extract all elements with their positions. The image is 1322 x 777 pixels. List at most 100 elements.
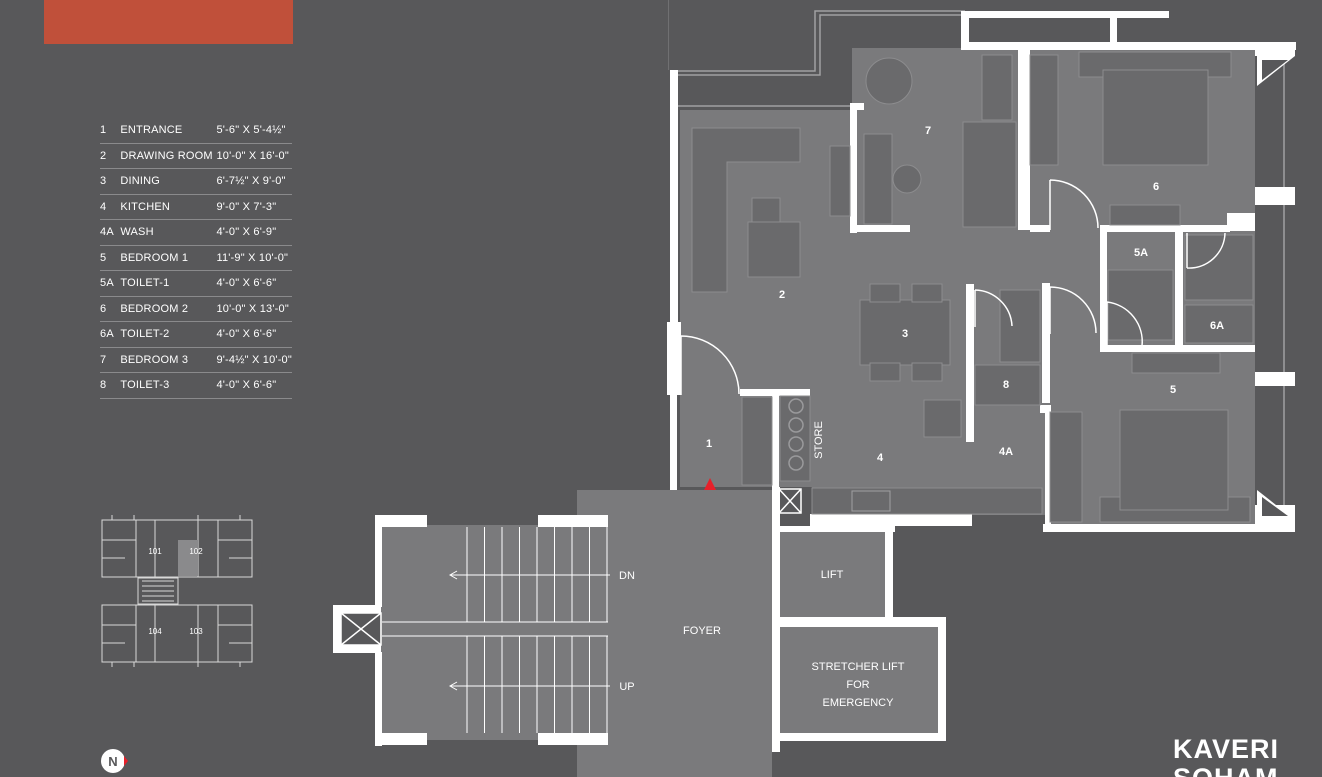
label-toilet-1: 5A [1134,247,1148,259]
room-number: 3 [100,168,121,195]
room-name: TOILET-2 [120,321,217,348]
area-labels: STORE FOYER LIFT STRETCHER LIFT FOR EMER… [619,421,905,709]
key-unit-104: 104 [148,627,162,636]
stool [892,164,922,194]
balcony-railing [673,10,1285,520]
corner-triangles [1257,56,1295,520]
room-size: 9'-0" X 7'-3" [216,194,292,220]
room-size: 6'-7½" X 9'-0" [216,168,292,195]
wardrobe [1029,54,1059,166]
label-bedroom-2: 6 [1153,181,1159,193]
label-stair-up: UP [619,681,634,693]
room-number: 6 [100,296,121,322]
chair [911,283,943,303]
room-size: 4'-0" X 6'-9" [216,219,292,246]
key-unit-102: 102 [189,547,203,556]
dining-table [859,299,951,366]
furniture [691,51,1254,523]
label-store: STORE [813,421,825,459]
arrow-head-dn [448,570,458,580]
label-entrance: 1 [706,438,712,450]
room-name: DRAWING ROOM [120,143,217,169]
staircase [382,527,610,733]
room-name: WASH [120,219,217,246]
toilet-fixtures [999,289,1041,363]
room-name: BEDROOM 2 [120,296,217,322]
room-number: 4A [100,219,121,246]
chair [869,283,901,303]
arrow-head-up [448,681,458,691]
label-wash: 4A [999,446,1013,458]
page-divider [668,0,669,70]
room-size: 5'-6" X 5'-4½" [216,118,292,144]
key-unit-101: 101 [148,547,162,556]
room-size: 10'-0" X 13'-0" [216,296,292,322]
room-number: 6A [100,321,121,348]
room-size: 4'-0" X 6'-6" [216,372,292,399]
room-number: 5 [100,245,121,271]
toilet-fixtures [1184,304,1254,344]
armchair [747,221,801,278]
doors [680,179,1226,395]
bed-1 [1119,409,1229,511]
hob [851,490,891,512]
room-number: 2 [100,143,121,169]
highlighted-unit [178,540,198,576]
study-desk [863,133,893,225]
brand-line-1: KAVERI [1173,735,1280,764]
chair [869,362,901,382]
wardrobe [981,54,1013,121]
label-stretcher-emergency: EMERGENCY [823,697,895,709]
round-table [865,57,913,105]
label-drawing: 2 [779,289,785,301]
room-name: DINING [120,168,217,195]
bed-bench [1109,204,1181,226]
label-bedroom-1: 5 [1170,384,1176,396]
room-size: 9'-4½" X 10'-0" [216,347,292,373]
room-number: 4 [100,194,121,220]
north-compass-icon: N [101,749,128,773]
label-lift: LIFT [821,569,844,581]
compass-label: N [108,754,117,769]
key-unit-103: 103 [189,627,203,636]
bed-bench [1131,352,1221,374]
label-stretcher-lift: STRETCHER LIFT [812,661,905,673]
entry-marker-icon [704,478,716,490]
label-kitchen: 4 [877,452,884,464]
console [829,145,851,217]
corner-inner [1262,497,1288,516]
kitchen-counter [811,487,1043,515]
room-labels: 1 2 3 4 4A 5 5A 6 6A 7 8 [706,125,1224,464]
room-name: KITCHEN [120,194,217,220]
room-name: TOILET-1 [120,270,217,297]
label-toilet-3: 8 [1003,379,1009,391]
brand-logo: KAVERI SOHAM [1173,735,1303,777]
bed-2 [1102,69,1209,166]
wardrobe [1049,411,1083,523]
room-number: 8 [100,372,121,399]
title-banner [44,0,293,44]
fridge [923,399,962,438]
room-size: 4'-0" X 6'-6" [216,270,292,297]
label-toilet-2: 6A [1210,320,1224,332]
chair [911,362,943,382]
key-plan: 101 102 103 104 [101,515,253,667]
room-size: 10'-0" X 16'-0" [216,143,292,169]
toilet-fixtures [974,364,1041,406]
label-dining: 3 [902,328,908,340]
corner-inner [1262,60,1288,80]
sinks [788,398,804,471]
